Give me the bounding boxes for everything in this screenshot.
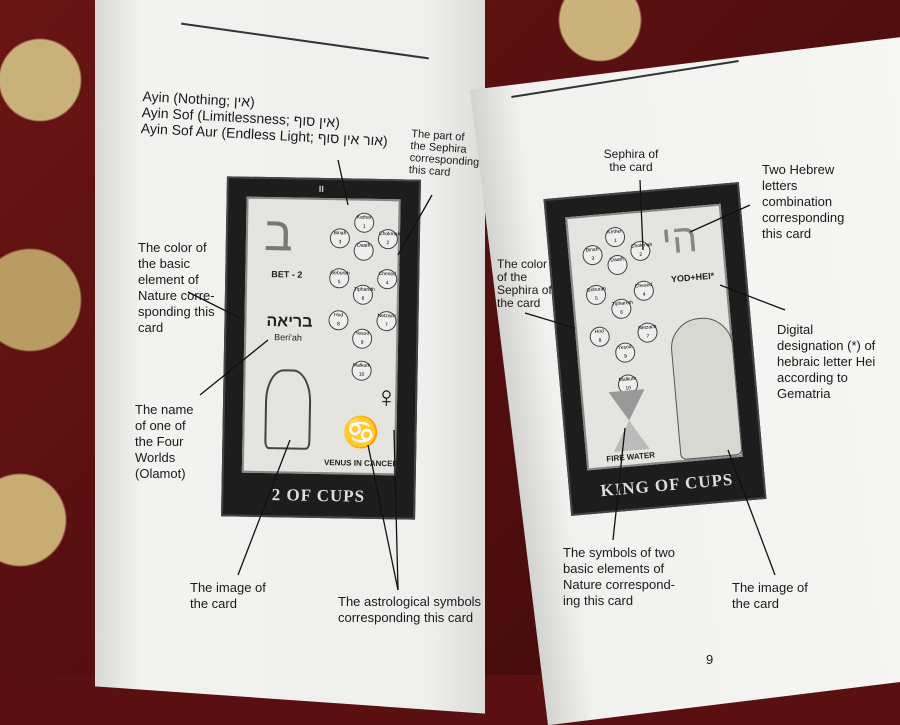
leader-line bbox=[525, 313, 575, 328]
leader-line bbox=[728, 450, 775, 575]
leader-line bbox=[398, 195, 432, 255]
leader-line bbox=[368, 445, 398, 590]
leader-line bbox=[238, 440, 290, 575]
leader-lines bbox=[0, 0, 900, 675]
leader-line bbox=[394, 430, 398, 590]
leader-line bbox=[640, 180, 643, 250]
leader-line bbox=[690, 205, 750, 232]
leader-line bbox=[200, 340, 268, 395]
leader-line bbox=[720, 285, 785, 310]
leader-line bbox=[613, 428, 625, 540]
leader-line bbox=[188, 292, 240, 318]
leader-line bbox=[338, 160, 348, 205]
